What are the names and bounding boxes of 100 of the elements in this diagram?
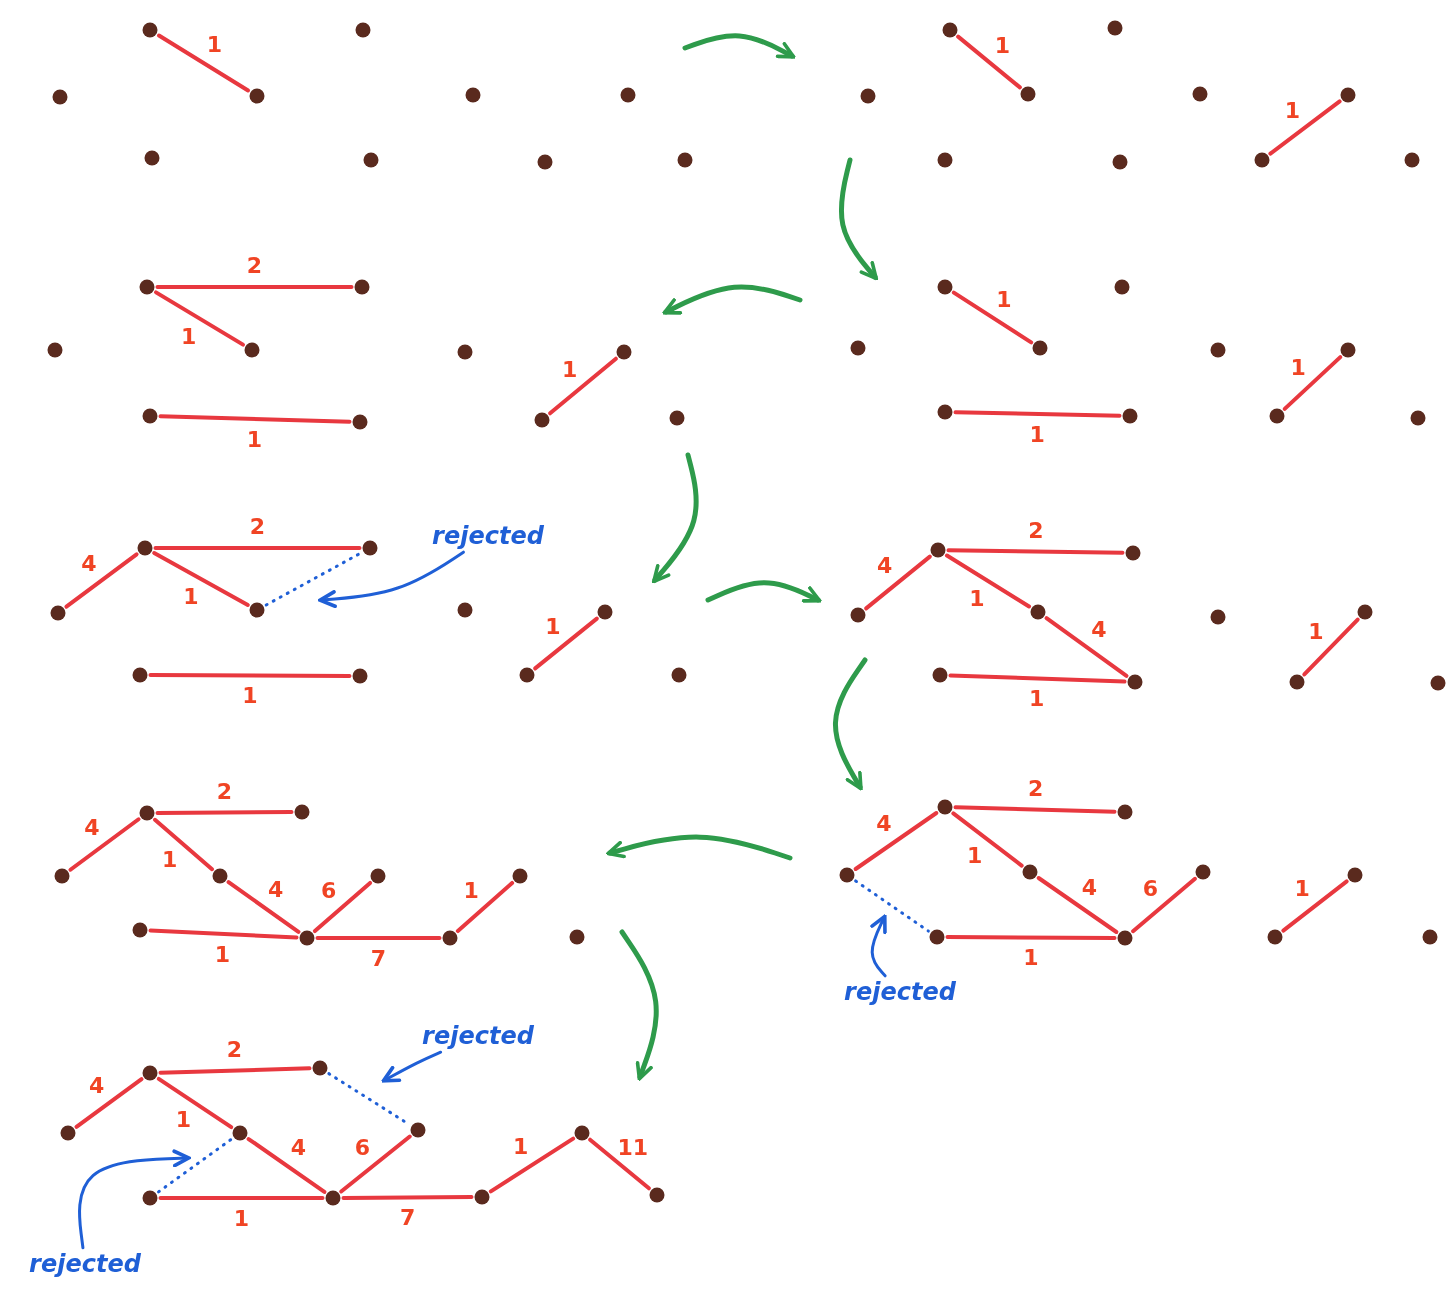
rejected-edge — [264, 551, 363, 607]
vertex-dot — [1032, 340, 1048, 356]
edge-weight-label: 2 — [246, 255, 263, 277]
vertex-dot — [1357, 604, 1373, 620]
vertex-dot — [47, 342, 63, 358]
vertex-dot — [362, 540, 378, 556]
vertex-dot — [352, 668, 368, 684]
graph-edge — [154, 290, 245, 347]
vertex-dot — [937, 799, 953, 815]
vertex-dot — [1210, 342, 1226, 358]
vertex-dot — [930, 542, 946, 558]
edge-weight-label: 6 — [354, 1136, 371, 1159]
vertex-dot — [1117, 930, 1133, 946]
graph-edge — [158, 414, 352, 424]
vertex-dot — [519, 667, 535, 683]
edge-weight-label: 1 — [545, 616, 561, 639]
vertex-dot — [312, 1060, 328, 1076]
edge-weight-label: 1 — [561, 358, 578, 381]
graph-edge — [158, 1196, 325, 1200]
vertex-dot — [457, 602, 473, 618]
vertex-dot — [142, 408, 158, 424]
edge-weight-label: 4 — [88, 1075, 105, 1098]
edge-weight-label: 1 — [969, 587, 985, 610]
vertex-dot — [620, 87, 636, 103]
vertex-dot — [1195, 864, 1211, 880]
graph-edge — [953, 410, 1122, 418]
edge-weight-label: 1 — [242, 685, 258, 708]
graph-edge — [152, 551, 250, 607]
vertex-dot — [294, 804, 310, 820]
edge-weight-label: 11 — [617, 1136, 649, 1159]
vertex-dot — [355, 22, 371, 38]
graph-edge — [156, 1076, 234, 1130]
vertex-dot — [677, 152, 693, 168]
vertex-dot — [1422, 929, 1438, 945]
edge-weight-label: 2 — [1027, 777, 1044, 800]
leader-line — [318, 550, 465, 608]
edge-weight-label: 6 — [321, 880, 337, 903]
vertex-dot — [1192, 86, 1208, 102]
edge-weight-label: 1 — [175, 1109, 191, 1132]
vertex-dot — [850, 340, 866, 356]
edge-weight-label: 1 — [463, 880, 479, 903]
graph-edge — [946, 548, 1125, 555]
graph-edge — [312, 880, 373, 934]
edge-weight-label: 1 — [513, 1136, 529, 1159]
vertex-dot — [1254, 152, 1270, 168]
vertex-dot — [1112, 154, 1128, 170]
vertex-dot — [942, 22, 958, 38]
rejected-note: rejected — [422, 1022, 534, 1050]
graph-edge — [533, 616, 599, 671]
vertex-dot — [597, 604, 613, 620]
edge-weight-label: 2 — [226, 1038, 243, 1061]
vertex-dot — [1114, 279, 1130, 295]
graph-edge — [64, 552, 139, 609]
vertex-dot — [1210, 609, 1226, 625]
vertex-dot — [60, 1125, 76, 1141]
vertex-dot — [937, 404, 953, 420]
edge-weight-label: 1 — [233, 1208, 250, 1230]
vertex-dot — [671, 667, 687, 683]
edge-weight-label: 4 — [1081, 876, 1098, 899]
edge-weight-label: 7 — [370, 948, 387, 970]
vertex-dot — [1269, 408, 1285, 424]
graph-edge — [1302, 617, 1360, 677]
graph-edge — [956, 34, 1022, 90]
graph-edge — [488, 1136, 576, 1194]
edge-weight-label: 1 — [214, 943, 231, 966]
leader-line — [870, 914, 887, 978]
vertex-dot — [1340, 87, 1356, 103]
graph-edge — [226, 880, 301, 934]
edge-weight-label: 4 — [1091, 618, 1107, 641]
vertex-dot — [1410, 410, 1426, 426]
vertex-dot — [474, 1189, 490, 1205]
vertex-dot — [1430, 675, 1446, 691]
vertex-dot — [52, 89, 68, 105]
edge-weight-label: 1 — [1294, 878, 1310, 901]
vertex-dot — [212, 868, 228, 884]
rejected-note: rejected — [29, 1250, 141, 1278]
rejected-edge — [157, 1137, 233, 1194]
edge-weight-label: 2 — [216, 780, 232, 803]
graph-edge — [339, 1134, 412, 1194]
vertex-dot — [1340, 342, 1356, 358]
vertex-dot — [1030, 604, 1046, 620]
edge-weight-label: 1 — [183, 586, 199, 609]
vertex-dot — [616, 344, 632, 360]
vertex-dot — [352, 414, 368, 430]
graph-edge — [1044, 616, 1129, 678]
vertex-dot — [669, 410, 685, 426]
graph-edge — [148, 928, 299, 940]
graph-edge — [315, 936, 442, 940]
edge-weight-label: 1 — [181, 325, 197, 348]
vertex-dot — [534, 412, 550, 428]
edge-weight-label: 1 — [1284, 99, 1300, 122]
graph-edge — [951, 290, 1034, 345]
vertex-dot — [244, 342, 260, 358]
graph-edge — [455, 880, 515, 934]
edge-weight-label: 4 — [877, 555, 893, 578]
graph-edge — [341, 1195, 474, 1200]
leader-line — [78, 1149, 191, 1250]
edge-weight-label: 2 — [249, 516, 266, 538]
graph-edge — [68, 817, 141, 872]
vertex-dot — [50, 605, 66, 621]
